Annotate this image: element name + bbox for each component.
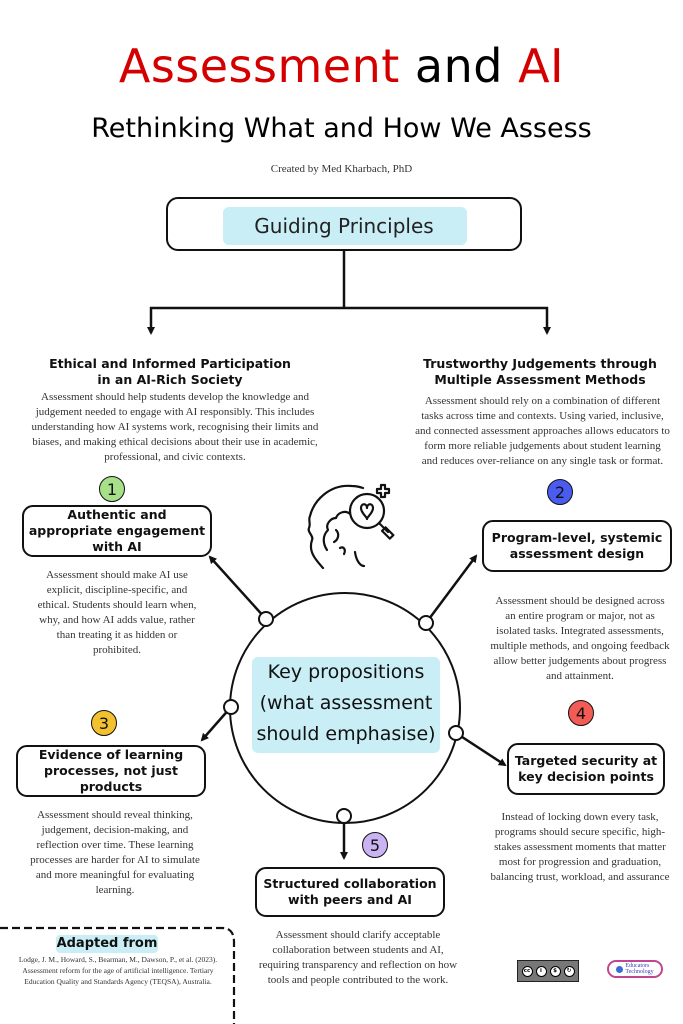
connector-node-1 [258, 611, 274, 627]
logo-text: Educators Technology [625, 963, 653, 975]
adapted-from-dashed-border [0, 926, 236, 1024]
badge-2: 2 [547, 479, 573, 505]
proposition-4-title: Targeted security at key decision points [514, 753, 658, 784]
arrow-to-prop-2 [424, 554, 478, 624]
principle-1-title-line1: Ethical and Informed Participation [49, 356, 291, 371]
principle-1-title-line2: in an AI-Rich Society [97, 372, 243, 387]
proposition-3-box: Evidence of learning processes, not just… [16, 745, 206, 797]
proposition-5-box: Structured collaboration with peers and … [255, 867, 445, 917]
proposition-1-title: Authentic and appropriate engagement wit… [28, 507, 206, 554]
guiding-principles-label: Guiding Principles [254, 214, 434, 238]
cc-icon: cc [521, 965, 533, 977]
proposition-2-body: Assessment should be designed across an … [490, 595, 670, 682]
badge-4: 4 [568, 700, 594, 726]
principle-2-title-line1: Trustworthy Judgements through [423, 356, 657, 371]
proposition-1-box: Authentic and appropriate engagement wit… [22, 505, 212, 557]
badge-5: 5 [362, 832, 388, 858]
by-icon: i [535, 965, 547, 977]
principle-2-title-line2: Multiple Assessment Methods [434, 372, 646, 387]
guiding-principles-highlight [223, 207, 467, 245]
connector-node-4 [448, 725, 464, 741]
title-assessment: Assessment [118, 39, 400, 93]
citation-text: Lodge, J. M., Howard, S., Bearman, M., D… [18, 955, 218, 986]
logo-globe-icon [616, 965, 624, 973]
badge-1: 1 [99, 476, 125, 502]
proposition-2-box: Program-level, systemic assessment desig… [482, 520, 672, 572]
guiding-principles-box [166, 197, 522, 251]
proposition-3-title: Evidence of learning processes, not just… [38, 747, 184, 794]
arrow-to-prop-4 [455, 731, 507, 767]
proposition-5-body: Assessment should clarify acceptable col… [258, 929, 458, 986]
principle-1-body: Assessment should help students develop … [31, 391, 319, 463]
connector-node-3 [223, 699, 239, 715]
title-and: and [399, 39, 519, 93]
creative-commons-icon: cc i $ ↻ [517, 960, 579, 982]
educators-technology-logo: Educators Technology [607, 960, 663, 978]
sa-icon: ↻ [563, 965, 575, 977]
principle-1-title: Ethical and Informed Participation in an… [20, 356, 320, 388]
adapted-from-title: Adapted from [56, 936, 158, 951]
principle-2-title: Trustworthy Judgements through Multiple … [390, 356, 683, 388]
proposition-4-box: Targeted security at key decision points [507, 743, 665, 795]
proposition-1-body: Assessment should make AI use explicit, … [37, 569, 197, 656]
title-ai: AI [518, 39, 565, 93]
adapted-from-highlight [56, 935, 158, 953]
page-title: Assessment and AI [0, 38, 683, 94]
proposition-5-title: Structured collaboration with peers and … [263, 876, 437, 907]
principle-2-body: Assessment should rely on a combination … [415, 395, 670, 467]
nc-icon: $ [549, 965, 561, 977]
proposition-3-body: Assessment should reveal thinking, judge… [30, 809, 200, 896]
arrow-to-prop-1 [208, 555, 267, 620]
page-subtitle: Rethinking What and How We Assess [91, 113, 592, 144]
badge-3: 3 [91, 710, 117, 736]
connector-node-5 [336, 808, 352, 824]
logo-line1: Educators [625, 963, 650, 969]
head-brain-magnifier-icon [307, 483, 395, 570]
key-propositions-highlight [252, 657, 440, 753]
proposition-2-title: Program-level, systemic assessment desig… [491, 530, 663, 561]
key-propositions-label: Key propositions (what assessment should… [256, 661, 436, 745]
logo-line2: Technology [625, 969, 654, 975]
author-credit: Created by Med Kharbach, PhD [270, 163, 413, 175]
proposition-4-body: Instead of locking down every task, prog… [490, 811, 670, 883]
connector-node-2 [418, 615, 434, 631]
